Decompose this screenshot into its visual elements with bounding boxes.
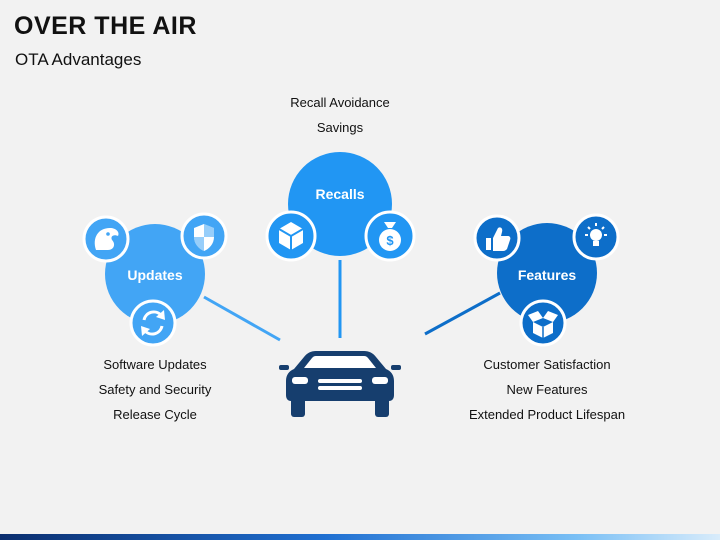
features-items: Customer Satisfaction New Features Exten… (427, 352, 667, 427)
car-icon (279, 351, 401, 417)
money-bag-icon: $ (364, 210, 416, 262)
list-item: Release Cycle (113, 407, 197, 422)
dragon-icon (82, 215, 130, 263)
lightbulb-icon (572, 213, 620, 261)
connector-updates (203, 295, 281, 342)
list-item: Extended Product Lifespan (468, 407, 626, 422)
updates-circle (105, 224, 205, 324)
updates-items: Software Updates Safety and Security Rel… (35, 352, 275, 427)
updates-group: Updates (82, 212, 228, 347)
list-item: Software Updates (103, 357, 207, 372)
recalls-items: Recall Avoidance Savings (220, 90, 460, 140)
list-item: Customer Satisfaction (483, 357, 611, 372)
svg-text:$: $ (386, 233, 394, 248)
updates-label: Updates (127, 267, 182, 283)
recalls-label: Recalls (315, 186, 364, 202)
recalls-group: Recalls $ (265, 152, 416, 262)
connector-features (424, 291, 501, 336)
list-item: Savings (316, 120, 364, 135)
shield-icon (180, 212, 228, 260)
list-item: Recall Avoidance (290, 95, 390, 110)
refresh-icon (129, 299, 177, 347)
list-item: New Features (506, 382, 588, 397)
thumbs-up-icon (473, 214, 521, 262)
cube-icon (265, 210, 317, 262)
features-circle (497, 223, 597, 323)
open-box-icon (519, 299, 567, 347)
list-item: Safety and Security (98, 382, 212, 397)
features-label: Features (518, 267, 577, 283)
features-group: Features (473, 213, 620, 347)
footer-bar (0, 534, 720, 540)
page-subtitle: OTA Advantages (15, 50, 142, 69)
page-title: OVER THE AIR (14, 12, 197, 40)
